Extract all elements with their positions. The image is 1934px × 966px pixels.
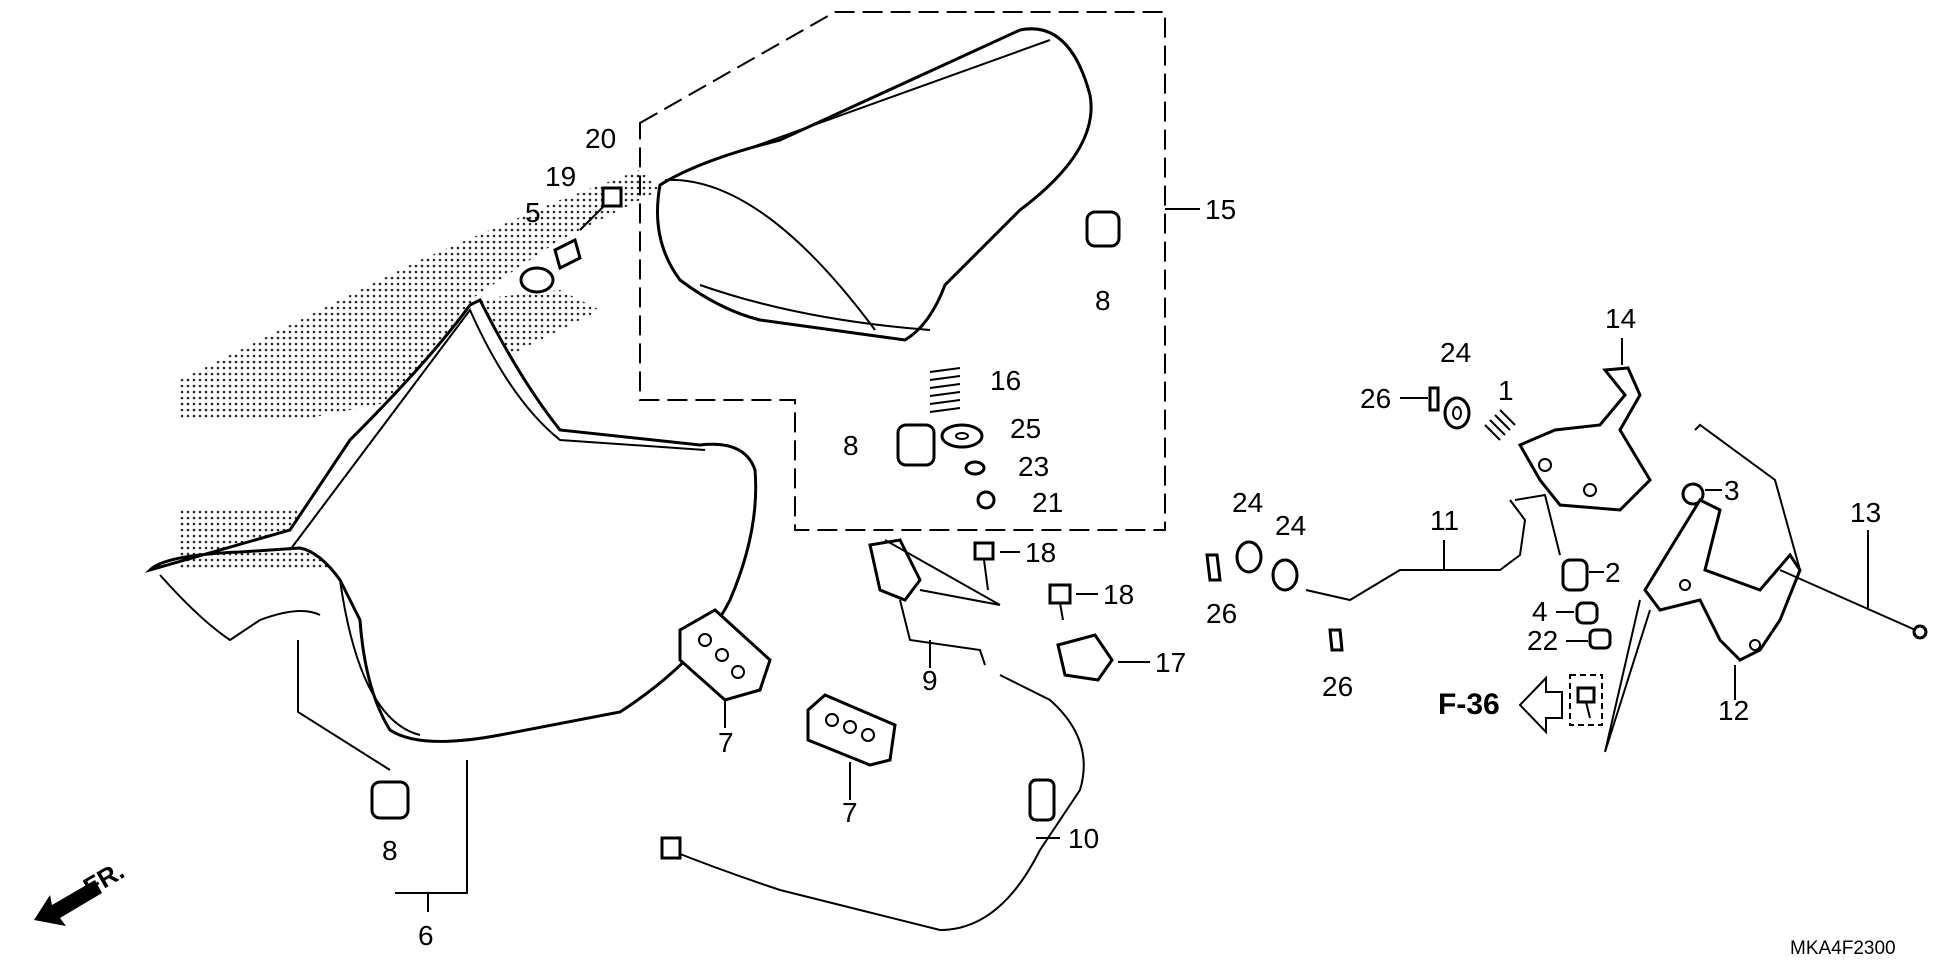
callout-18a: 18 [1025,537,1056,568]
bolt-18-b [1048,583,1072,621]
callout-18b: 18 [1103,579,1134,610]
leader-6 [395,760,468,894]
leader-bracket [1514,493,1561,556]
callout-26a: 26 [1360,383,1391,414]
callout-16: 16 [990,365,1021,396]
bolt-21 [976,490,996,510]
arrow-left-icon [1518,675,1563,735]
callout-9: 9 [922,665,938,696]
callout-10: 10 [1068,823,1099,854]
seat-catch-9 [868,538,986,666]
callout-2: 2 [1605,557,1621,588]
callout-24c: 24 [1275,510,1306,541]
callout-17: 17 [1155,647,1186,678]
callout-6: 6 [418,920,434,951]
collar-19 [553,237,582,271]
callout-13: 13 [1850,497,1881,528]
washer-24-c [1271,558,1299,592]
bolt-18-a [973,541,995,591]
callout-7a: 7 [718,727,734,758]
washer-25 [940,423,984,449]
rubber-block-7-a [678,608,772,702]
callout-5: 5 [525,197,541,228]
washer-24-a [1443,396,1471,430]
callout-14: 14 [1605,303,1636,334]
callout-4: 4 [1532,596,1548,627]
leader-8-c [297,640,391,771]
diagram-code: MKA4F2300 [1790,938,1896,959]
callout-24b: 24 [1232,487,1263,518]
clip-26-b [1205,553,1222,582]
callout-21: 21 [1032,487,1063,518]
spring-1 [1484,409,1516,441]
nut-22 [1588,628,1612,650]
bumper-8-b [896,423,936,467]
pin-13 [1779,569,1928,640]
leader-f36 [1604,599,1651,753]
callout-24a: 24 [1440,337,1471,368]
callout-25: 25 [1010,413,1041,444]
callout-7b: 7 [842,797,858,828]
clip-26-a [1428,386,1440,412]
leader-12-group [1694,423,1801,571]
grommet-5 [519,266,555,294]
collar-4 [1575,601,1599,625]
spring-16 [929,367,961,413]
front-direction-arrow-icon [34,880,102,926]
washer-3 [1681,482,1705,506]
callout-11: 11 [1430,505,1459,536]
bumper-8-c [370,780,410,820]
callout-22: 22 [1527,625,1558,656]
bumper-8-a [1085,210,1121,248]
bolt-f36 [1569,674,1603,726]
reference-f36: F-36 [1438,688,1500,721]
callout-26b: 26 [1206,598,1237,629]
rubber-block-7-b [806,693,897,767]
callout-8a: 8 [1095,285,1111,316]
nut-23 [964,460,986,476]
cable-10 [660,674,1085,932]
rod-11 [1305,499,1527,602]
callout-19: 19 [545,161,576,192]
washer-24-b [1235,540,1263,574]
latch-17 [1056,633,1114,682]
callout-8c: 8 [382,835,398,866]
callout-23: 23 [1018,451,1049,482]
callout-3: 3 [1724,475,1740,506]
bracket-14 [1517,366,1652,512]
callout-12: 12 [1718,695,1749,726]
clip-26-c [1328,628,1344,652]
leader-9-group [884,539,1001,606]
callout-26c: 26 [1322,671,1353,702]
bracket-12 [1643,498,1802,662]
pillion-seat [656,27,1093,342]
callout-1: 1 [1498,375,1514,406]
callout-8b: 8 [843,430,859,461]
bushing-2 [1561,558,1589,592]
callout-15: 15 [1205,194,1236,225]
bolt-20 [579,186,623,231]
callout-20: 20 [585,123,616,154]
